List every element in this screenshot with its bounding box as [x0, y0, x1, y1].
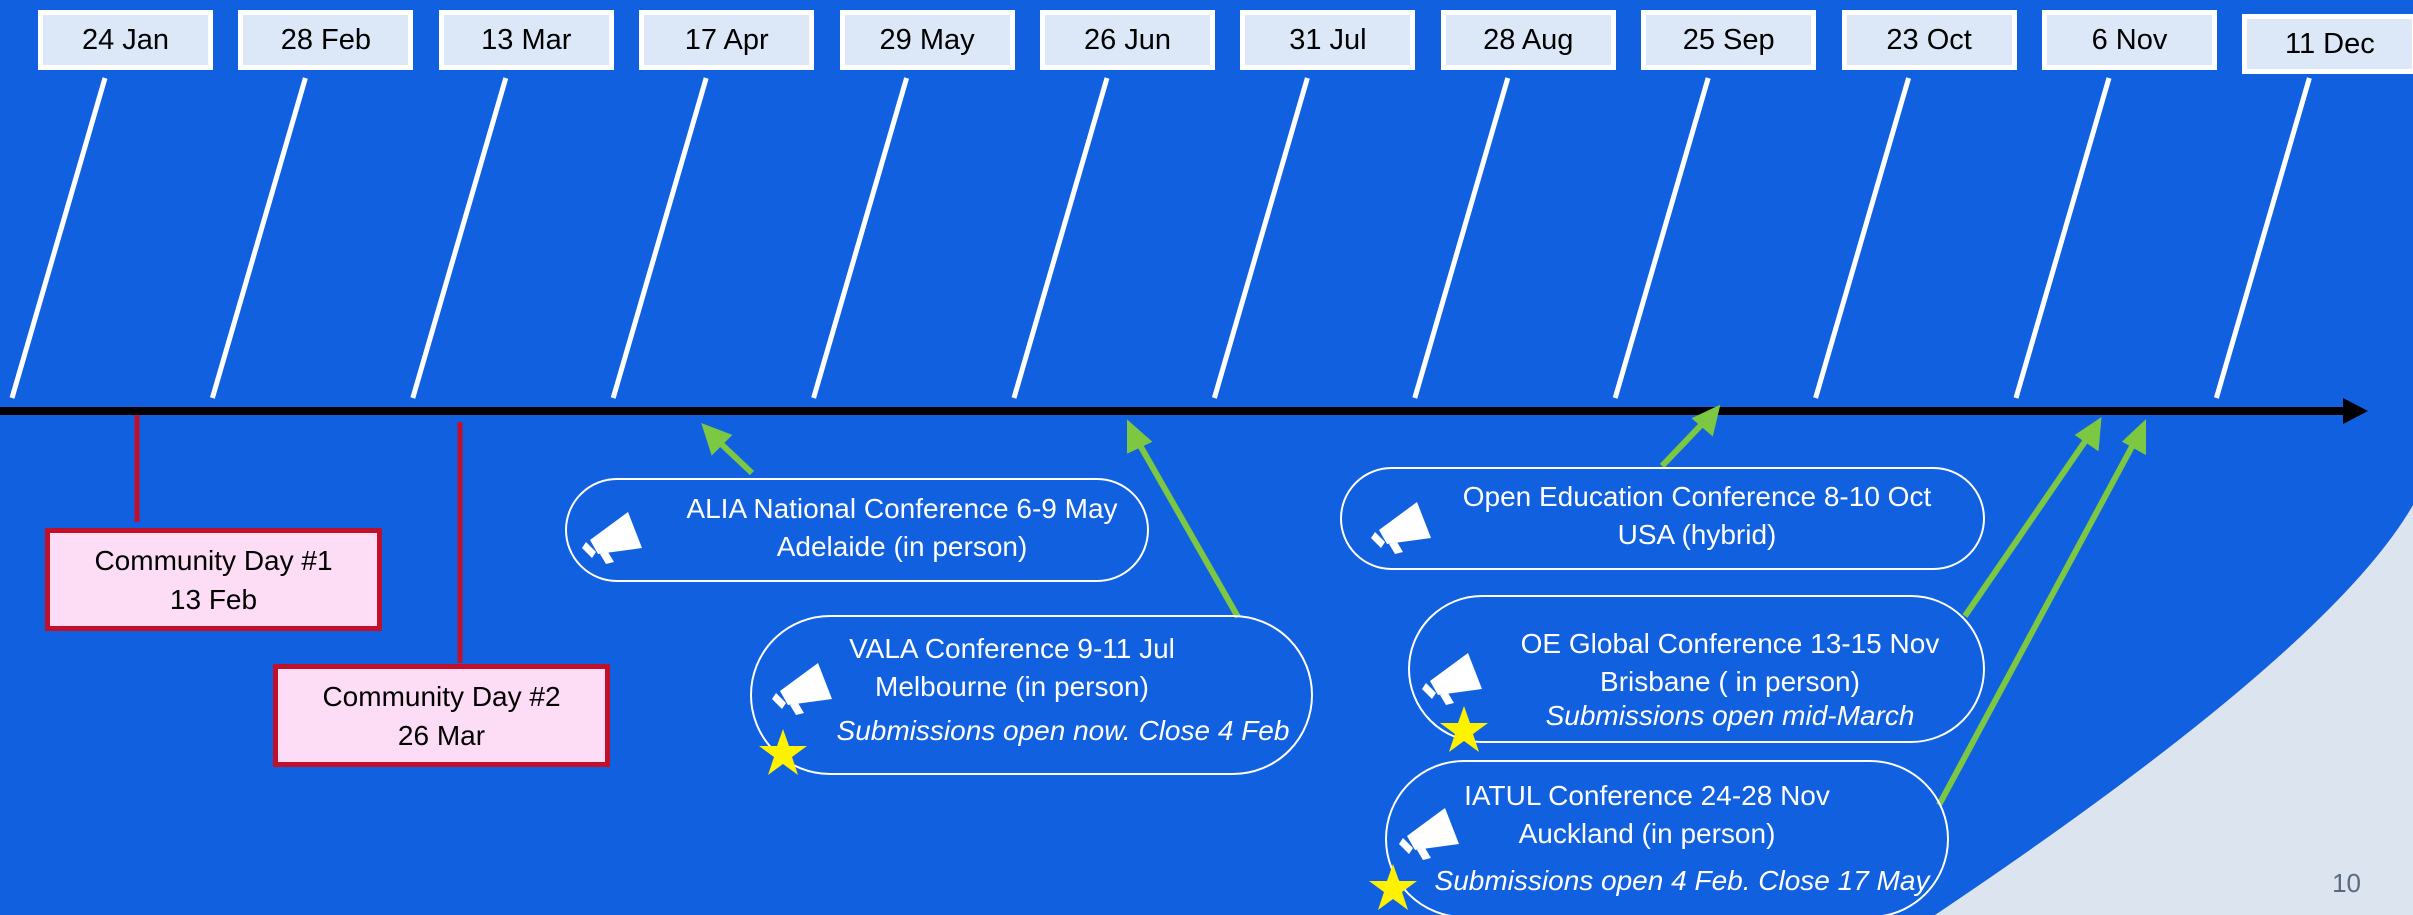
arrow-alia	[714, 437, 755, 476]
community-day-date: 26 Mar	[397, 719, 486, 751]
event-note: Submissions open 4 Feb. Close 17 May	[1434, 865, 1930, 896]
date-leader-line	[410, 77, 509, 399]
event-note: Submissions open mid-March	[1545, 700, 1915, 731]
date-label: 17 Apr	[639, 10, 815, 70]
event-title: Open Education Conference 8-10 Oct	[1462, 481, 1932, 512]
megaphone-icon	[1371, 502, 1431, 554]
megaphone-icon	[582, 512, 642, 564]
star-icon	[759, 729, 807, 775]
date-leader-line	[610, 77, 709, 399]
community-day-title: Community Day #1	[94, 544, 333, 576]
event-vala: VALA Conference 9-11 Jul Melbourne (in p…	[750, 615, 1313, 775]
event-location: Melbourne (in person)	[875, 671, 1149, 702]
community-day-date: 13 Feb	[169, 583, 258, 615]
date-label: 23 Oct	[1841, 10, 2017, 70]
date-leader-line	[209, 77, 308, 399]
arrow-oe-global	[1962, 435, 2091, 618]
date-leader-line	[1412, 77, 1511, 399]
event-title: ALIA National Conference 6-9 May	[686, 493, 1118, 524]
date-leader-line	[1612, 77, 1711, 399]
star-icon	[1369, 864, 1417, 910]
date-label: 13 Mar	[438, 10, 614, 70]
date-label: 29 May	[839, 10, 1015, 70]
date-leader-line	[811, 77, 910, 399]
event-location: USA (hybrid)	[1617, 519, 1777, 550]
arrow-iatul	[1936, 439, 2138, 807]
date-label: 25 Sep	[1641, 10, 1817, 70]
date-leader-line	[1011, 77, 1110, 399]
event-open-education: Open Education Conference 8-10 Oct USA (…	[1340, 467, 1985, 570]
community-day-title: Community Day #2	[322, 680, 561, 712]
date-leader-line	[2213, 77, 2312, 399]
page-number: 10	[2332, 868, 2361, 898]
event-title: OE Global Conference 13-15 Nov	[1520, 628, 1940, 659]
community-day-1: Community Day #1 13 Feb	[45, 528, 382, 631]
date-label: 26 Jun	[1040, 10, 1215, 70]
arrow-open-education	[1659, 418, 1708, 469]
arrow-vala	[1134, 438, 1241, 619]
date-label: 28 Aug	[1440, 10, 1616, 70]
event-oe-global: OE Global Conference 13-15 Nov Brisbane …	[1408, 595, 1985, 743]
date-leader-line	[1211, 77, 1310, 399]
timeline-arrowhead	[2343, 398, 2368, 424]
date-label: 11 Dec	[2242, 14, 2413, 74]
date-leader-line	[9, 77, 108, 399]
date-label: 24 Jan	[38, 10, 213, 70]
date-leader-line	[2013, 77, 2112, 399]
date-leader-line	[1813, 77, 1912, 399]
event-location: Brisbane ( in person)	[1600, 666, 1860, 697]
event-location: Auckland (in person)	[1518, 818, 1776, 849]
event-title: IATUL Conference 24-28 Nov	[1464, 780, 1830, 811]
event-note: Submissions open now. Close 4 Feb	[836, 715, 1290, 746]
event-iatul: IATUL Conference 24-28 Nov Auckland (in …	[1385, 760, 1949, 915]
date-label: 28 Feb	[238, 10, 414, 70]
star-icon	[1440, 706, 1488, 752]
event-location: Adelaide (in person)	[776, 531, 1028, 562]
event-title: VALA Conference 9-11 Jul	[849, 633, 1175, 664]
date-label: 6 Nov	[2042, 10, 2217, 70]
megaphone-icon	[1422, 653, 1482, 705]
date-label: 31 Jul	[1240, 10, 1416, 70]
event-alia: ALIA National Conference 6-9 May Adelaid…	[565, 478, 1149, 582]
community-day-2: Community Day #2 26 Mar	[273, 664, 610, 767]
